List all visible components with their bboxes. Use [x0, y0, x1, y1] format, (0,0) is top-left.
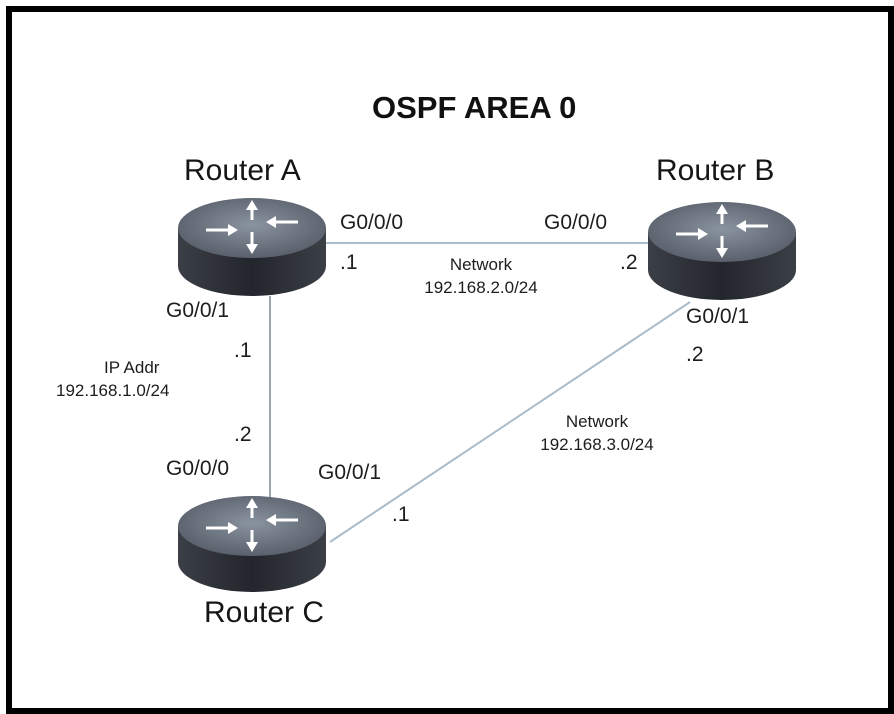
router-b-name: Router B — [656, 154, 775, 187]
network-label-ac: IP Addr 192.168.1.0/24 — [56, 357, 226, 403]
router-a-ip-ab: .1 — [340, 251, 358, 274]
router-a-port-g001: G0/0/1 — [166, 299, 230, 322]
network-label-ac-subnet: 192.168.1.0/24 — [56, 380, 170, 400]
router-b-ip-ab: .2 — [620, 251, 638, 274]
diagram-title: OSPF AREA 0 — [372, 90, 577, 125]
router-c-icon[interactable] — [176, 494, 328, 594]
router-a-port-g000: G0/0/0 — [340, 211, 404, 234]
router-a-icon[interactable] — [176, 196, 328, 298]
router-c-ip-bc: .1 — [392, 503, 410, 526]
router-a-ip-ac: .1 — [234, 339, 252, 362]
network-label-ab-title: Network — [449, 255, 513, 274]
diagram-frame — [6, 6, 894, 714]
router-b-port-g000: G0/0/0 — [544, 211, 608, 234]
router-c-port-g001: G0/0/1 — [318, 461, 382, 484]
network-label-ac-title: IP Addr — [104, 358, 160, 377]
router-c-port-g000: G0/0/0 — [166, 457, 230, 480]
router-b-icon[interactable] — [646, 200, 798, 302]
router-c-name: Router C — [204, 596, 325, 629]
router-a-name: Router A — [184, 154, 301, 187]
network-label-ab-subnet: 192.168.2.0/24 — [424, 277, 538, 297]
router-c-ip-ac: .2 — [234, 423, 252, 446]
network-label-bc-title: Network — [565, 412, 629, 431]
network-label-ab: Network 192.168.2.0/24 — [396, 254, 566, 300]
network-label-bc: Network 192.168.3.0/24 — [512, 411, 682, 457]
link-b-c — [329, 301, 691, 543]
network-label-bc-subnet: 192.168.3.0/24 — [540, 434, 654, 454]
router-b-ip-bc: .2 — [686, 343, 704, 366]
router-b-port-g001: G0/0/1 — [686, 305, 750, 328]
